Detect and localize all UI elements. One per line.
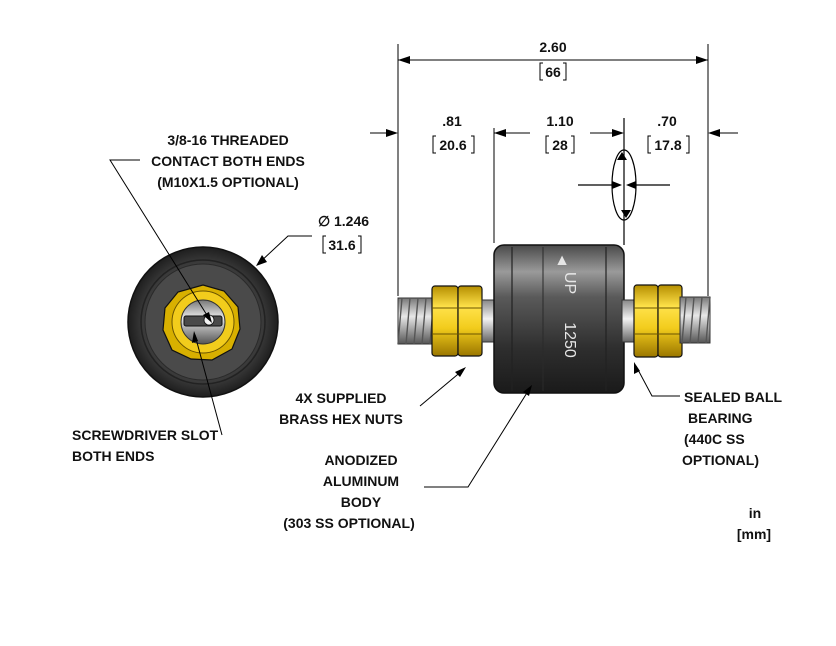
thread-label-line1: 3/8-16 THREADED — [167, 132, 288, 148]
dim-right-inch: .70 — [657, 113, 677, 129]
units-legend: in [mm] — [737, 505, 771, 542]
body-label-line3: BODY — [341, 494, 382, 510]
screwdriver-slot — [183, 315, 223, 327]
dim-left-inch: .81 — [442, 113, 462, 129]
right-thread-pitch — [681, 296, 711, 344]
dim-right-mm: 17.8 — [654, 137, 681, 153]
dim-left-mm: 20.6 — [439, 137, 466, 153]
bearing-label-line1: SEALED BALL — [684, 389, 782, 405]
dim-body-mm-box: 28 — [545, 135, 575, 154]
dim-overall-mm-box: 66 — [539, 62, 567, 81]
bearing-leader — [635, 365, 680, 397]
dim-diameter-mm: 31.6 — [328, 237, 355, 253]
right-hex-nut-outer — [657, 284, 683, 358]
end-view-bearing-ring — [140, 259, 266, 385]
dim-body-mm: 28 — [552, 137, 568, 153]
side-view: ▲ UP 1250 — [397, 244, 711, 394]
body-callout: ANODIZED ALUMINUM BODY (303 SS OPTIONAL) — [283, 452, 414, 531]
dim-diameter-mm-box: 31.6 — [322, 235, 362, 254]
thread-callout: 3/8-16 THREADED CONTACT BOTH ENDS (M10X1… — [151, 132, 305, 190]
bearing-label-line4: OPTIONAL) — [682, 452, 759, 468]
right-hex-nut-inner — [633, 284, 659, 358]
body-label-line4: (303 SS OPTIONAL) — [283, 515, 414, 531]
dim-body-inch: 1.10 — [546, 113, 573, 129]
screwdriver-label-line2: BOTH ENDS — [72, 448, 154, 464]
dim-right-mm-box: 17.8 — [647, 135, 690, 154]
slot-leader — [194, 334, 223, 436]
dimension-lines — [256, 44, 738, 296]
screwdriver-callout: SCREWDRIVER SLOT BOTH ENDS — [72, 427, 219, 464]
model-marking: 1250 — [561, 322, 578, 358]
body-label-line1: ANODIZED — [324, 452, 397, 468]
body-leader — [424, 387, 531, 488]
up-arrow-marking: ▲ — [554, 252, 570, 269]
units-inch: in — [749, 505, 761, 521]
thread-label-line2: CONTACT BOTH ENDS — [151, 153, 305, 169]
dim-diameter-inch: 1.246 — [334, 213, 369, 229]
dimension-values: 2.60 66 .81 20.6 1.10 28 .70 17.8 ∅ 1.24… — [318, 39, 690, 254]
callout-leaders — [109, 159, 680, 488]
units-mm: [mm] — [737, 526, 771, 542]
body-marking: ▲ UP 1250 — [554, 252, 578, 358]
dim-left-mm-box: 20.6 — [432, 135, 475, 154]
hex-nut-label-line1: 4X SUPPLIED — [295, 390, 386, 406]
rotation-symbol — [578, 118, 670, 245]
thread-leader — [109, 159, 211, 321]
screwdriver-label-line1: SCREWDRIVER SLOT — [72, 427, 219, 443]
bearing-label-line3: (440C SS — [684, 431, 745, 447]
dim-overall-inch: 2.60 — [539, 39, 566, 55]
hex-nut-callout: 4X SUPPLIED BRASS HEX NUTS — [279, 390, 403, 427]
dim-overall-mm: 66 — [545, 64, 561, 80]
bearing-label-line2: BEARING — [688, 410, 753, 426]
hex-nut-label-line2: BRASS HEX NUTS — [279, 411, 403, 427]
bearing-callout: SEALED BALL BEARING (440C SS OPTIONAL) — [682, 389, 782, 468]
body-label-line2: ALUMINUM — [323, 473, 399, 489]
left-hex-nut-outer — [431, 285, 459, 357]
thread-label-line3: (M10X1.5 OPTIONAL) — [157, 174, 299, 190]
end-view — [127, 246, 279, 398]
diameter-symbol: ∅ — [318, 213, 330, 229]
hex-nut-leader — [419, 369, 464, 407]
left-hex-nut-inner — [457, 285, 483, 357]
up-marking: UP — [561, 272, 578, 294]
